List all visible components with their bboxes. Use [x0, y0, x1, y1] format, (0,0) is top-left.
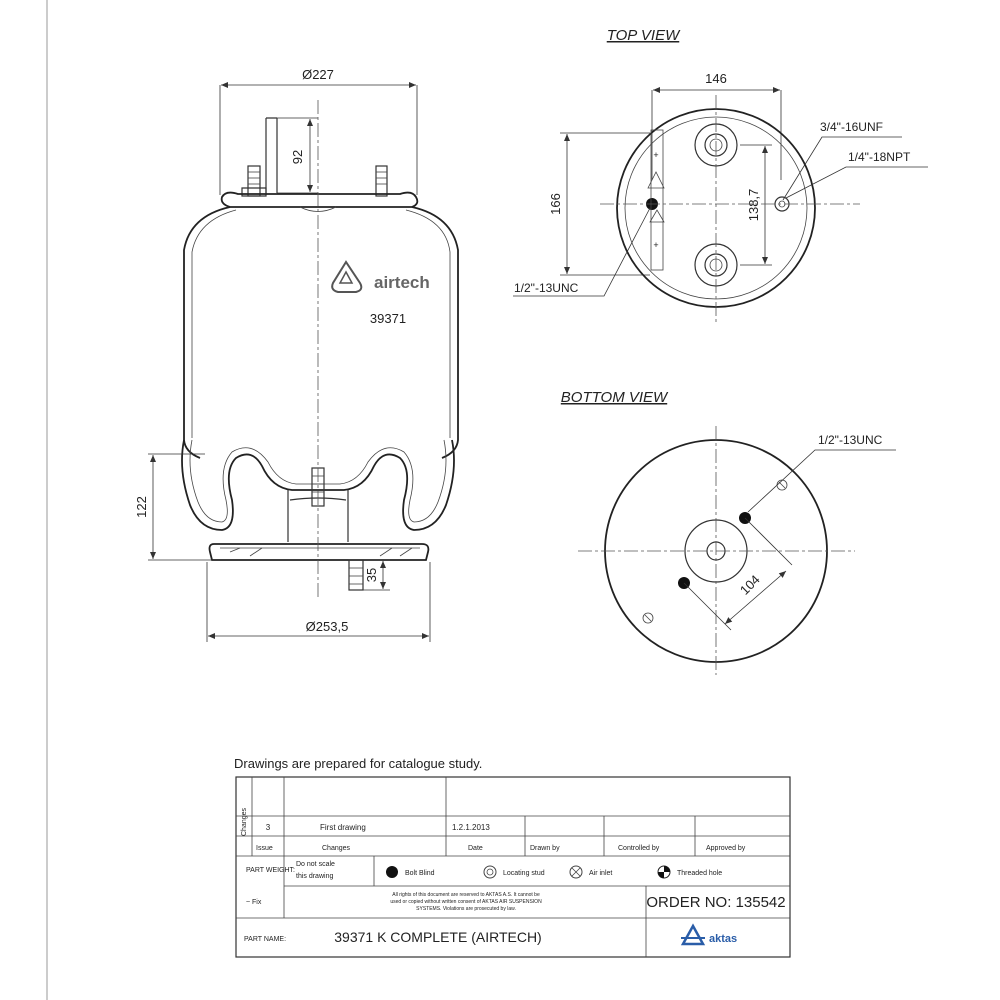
top-width-dim: 146 — [705, 71, 727, 86]
legend-bolt: Bolt Blind — [405, 870, 435, 877]
bottom-view: BOTTOM VIEW 104 1/2"-13UNC — [561, 389, 896, 675]
catalogue-note: Drawings are prepared for catalogue stud… — [234, 756, 482, 771]
bottom-view-title: BOTTOM VIEW — [561, 389, 669, 406]
part-number-label: 39371 — [370, 311, 406, 326]
top-height-dim: 166 — [548, 193, 563, 215]
copyright-3: SYSTEMS. Violations are prosecuted by la… — [416, 906, 516, 912]
legend-locating: Locating stud — [503, 870, 545, 877]
bottom-hole-dim: 104 — [737, 572, 763, 598]
stud-spacing-dim: 138,7 — [746, 189, 761, 222]
rev-date: 1.2.1.2013 — [452, 823, 490, 832]
hdr-changes: Changes — [322, 845, 351, 852]
dim-top-diameter: Ø227 — [302, 67, 334, 82]
dim-bottom-stud: 35 — [364, 568, 379, 582]
legend-threaded: Threaded hole — [677, 870, 722, 877]
label-top-unc: 1/2"-13UNC — [514, 281, 579, 295]
dim-stud-height: 92 — [290, 150, 305, 164]
hdr-approved: Approved by — [706, 845, 746, 852]
rev-desc: First drawing — [320, 823, 366, 832]
legend-air-symbol — [569, 865, 583, 879]
part-weight-label: PART WEIGHT: — [246, 867, 295, 874]
top-view-title: TOP VIEW — [607, 27, 681, 44]
hdr-issue: Issue — [256, 845, 273, 852]
legend-air: Air inlet — [589, 870, 612, 877]
label-bottom-unc: 1/2"-13UNC — [818, 433, 883, 447]
order-number: ORDER NO: 135542 — [646, 894, 785, 911]
scale-note-2: this drawing — [296, 873, 333, 880]
rev-no: 3 — [266, 823, 271, 832]
part-name-value: 39371 K COMPLETE (AIRTECH) — [334, 929, 541, 945]
legend-bolt-symbol — [386, 866, 398, 878]
legend-locating-symbol — [483, 865, 497, 879]
part-weight-value: ~ Fix — [246, 899, 262, 906]
top-view: TOP VIEW 146 166 138,7 — [513, 27, 928, 322]
svg-text:+: + — [653, 240, 658, 250]
dim-base-diameter: Ø253,5 — [306, 619, 349, 634]
copyright-2: used or copied without written consent o… — [390, 899, 542, 905]
aktas-logo-text: aktas — [709, 933, 737, 945]
changes-vertical: Changes — [241, 807, 248, 836]
svg-text:+: + — [653, 150, 658, 160]
dim-piston-height: 122 — [134, 496, 149, 518]
scale-note-1: Do not scale — [296, 861, 335, 868]
airtech-logo: airtech — [331, 260, 430, 293]
label-npt: 1/4"-18NPT — [848, 150, 911, 164]
side-view: Ø227 92 — [134, 67, 459, 642]
label-unf: 3/4"-16UNF — [820, 120, 883, 134]
copyright-1: All rights of this document are reserved… — [392, 892, 540, 898]
hdr-date: Date — [468, 845, 483, 852]
part-name-label: PART NAME: — [244, 936, 286, 943]
hdr-drawn: Drawn by — [530, 845, 560, 852]
aktas-logo: aktas — [680, 923, 737, 946]
brand-mark: airtech — [374, 273, 430, 292]
hdr-controlled: Controlled by — [618, 845, 660, 852]
title-block: Drawings are prepared for catalogue stud… — [234, 756, 791, 958]
